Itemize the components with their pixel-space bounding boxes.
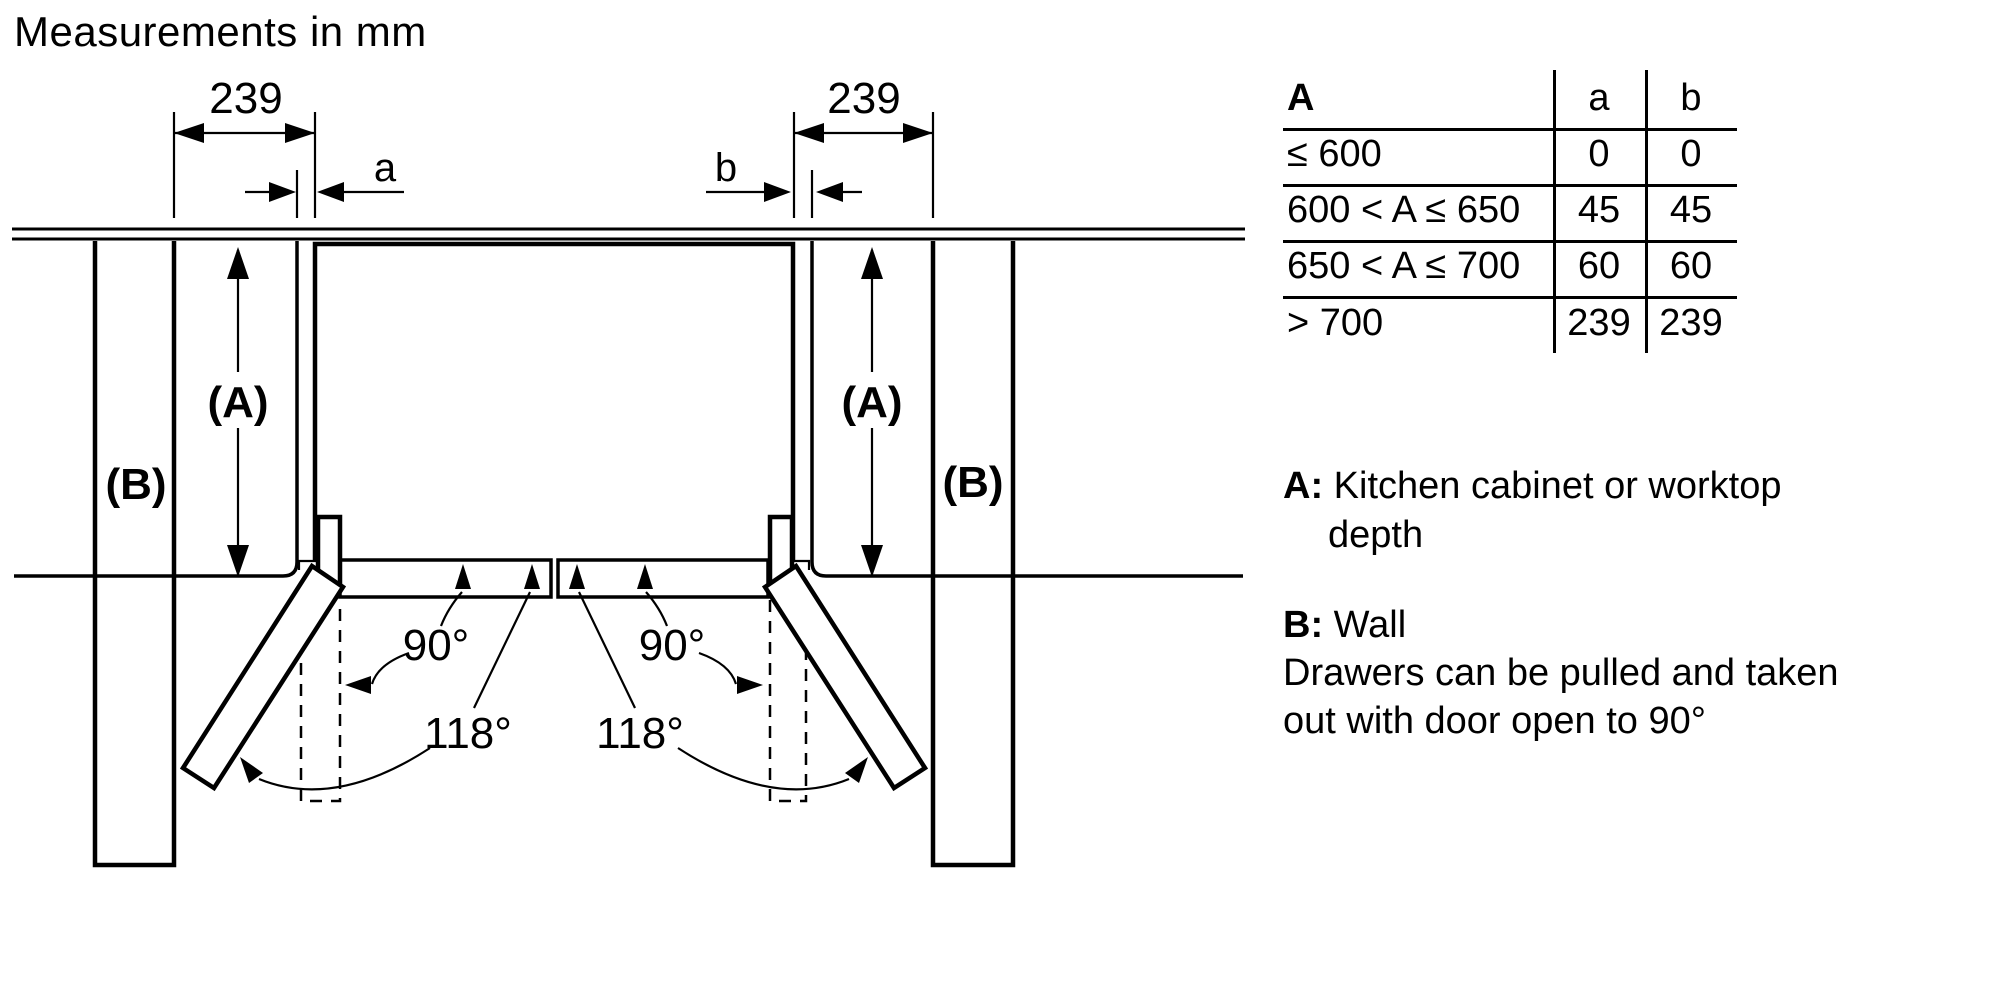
legend-a-line1: A: Kitchen cabinet or worktop [1283,462,1781,511]
cabinet-depth-label-left: (A) [207,378,268,427]
page-title: Measurements in mm [14,8,427,55]
cabinet-depth-label-right: (A) [841,378,902,427]
door-right-open-118 [761,562,929,792]
dim-239-left: 239 [209,74,282,123]
legend-a-key: A: [1283,465,1324,507]
legend-note-line1: Drawers can be pulled and taken [1283,652,1839,694]
table-row-range: 600 < A ≤ 650 [1283,184,1553,240]
wall-right [930,241,1016,868]
legend-b-text: Wall [1333,604,1407,646]
table-cell-a: 45 [1553,184,1645,240]
table-cell-a: 0 [1553,128,1645,184]
table-column-divider [1553,70,1556,353]
legend-b-line1: B: Wall [1283,601,1839,649]
angle-118-left: 118° [424,709,512,758]
wall-label-left: (B) [105,460,166,509]
door-left-closed [338,558,553,599]
angle-annotations-left: 90° 118° [240,564,540,791]
table-cell-b: 0 [1645,128,1737,184]
angle-90-left: 90° [403,621,470,670]
table-cell-b: 60 [1645,240,1737,296]
gap-b-label: b [715,146,737,190]
door-left-open-118 [179,562,347,792]
depth-arrow-right: (A) [838,247,906,577]
cabinet-left-outline [14,241,299,578]
table-header-a: a [1588,77,1610,119]
dimension-group-right: 239 b [706,74,935,218]
table-row-range: > 700 [1283,296,1553,353]
legend-note-line2: out with door open to 90° [1283,700,1706,742]
depth-arrow-left: (A) [204,247,272,577]
table-column-divider [1645,70,1648,353]
dim-239-right: 239 [827,74,900,123]
door-right-90-dashed [768,600,808,803]
table-cell-a: 239 [1553,296,1645,353]
clearance-table: A a b ≤ 600 0 0 600 < A ≤ 650 45 45 650 … [1283,70,1739,353]
table-row-range: ≤ 600 [1283,128,1553,184]
table-row-range: 650 < A ≤ 700 [1283,240,1553,296]
table-cell-a: 60 [1553,240,1645,296]
dimension-group-left: 239 a [172,74,404,218]
table-header-range: A [1287,77,1315,119]
front-notch-right [792,559,811,570]
table-cell-b: 45 [1645,184,1737,240]
wall-left [92,241,177,868]
legend-a-line2: depth [1328,514,1424,556]
front-notch-left [297,559,316,570]
table-header-b: b [1680,77,1702,119]
legend-a: A: Kitchen cabinet or worktop depth [1283,462,1781,560]
table-cell-b: 239 [1645,296,1737,353]
legend-b-key: B: [1283,604,1324,646]
legend-b: B: Wall Drawers can be pulled and taken … [1283,601,1839,745]
angle-90-right: 90° [639,621,706,670]
door-left-90-dashed [299,600,342,803]
legend-a-text: Kitchen cabinet or worktop [1333,465,1782,507]
fridge-body [312,241,796,561]
installation-diagram: (A) (A) (B) (B) 239 a 239 [12,74,1245,868]
wall-label-right: (B) [942,458,1003,507]
door-right-closed [556,558,770,599]
cabinet-right-outline [810,241,1243,578]
angle-annotations-right: 90° 118° [569,564,868,791]
gap-a-label: a [374,146,397,190]
angle-118-right: 118° [596,709,684,758]
